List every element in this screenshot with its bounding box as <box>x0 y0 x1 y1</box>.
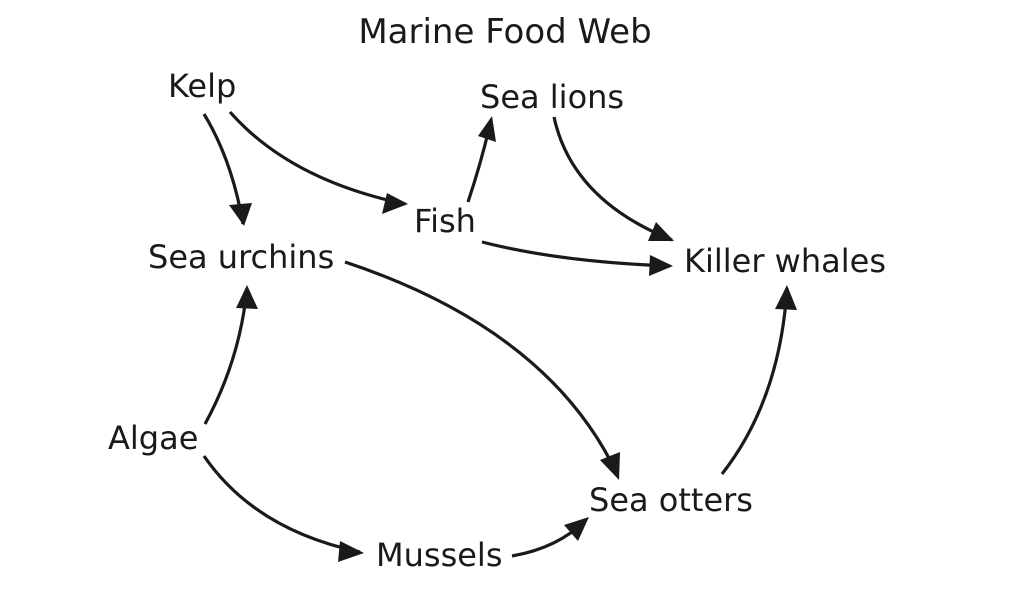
node-sea-otters: Sea otters <box>589 481 753 519</box>
arrowhead-algae-to-sea-urchins <box>236 285 258 309</box>
arrow-sea-otters-to-killer-whales <box>720 287 789 475</box>
arrowhead-sea-urchins-to-sea-otters <box>600 452 620 480</box>
node-killer-whales: Killer whales <box>684 242 886 280</box>
arrowhead-sea-lions-to-killer-whales <box>648 222 674 241</box>
arrowhead-kelp-to-sea-urchins <box>229 203 252 226</box>
arrowhead-fish-to-killer-whales <box>649 255 673 276</box>
node-algae: Algae <box>108 419 199 457</box>
node-sea-urchins: Sea urchins <box>148 238 335 276</box>
arrow-algae-to-mussels <box>202 455 361 554</box>
node-fish: Fish <box>414 202 476 240</box>
arrow-sea-urchins-to-sea-otters <box>344 260 620 477</box>
arrowhead-mussels-to-sea-otters <box>564 517 589 541</box>
node-mussels: Mussels <box>376 536 503 574</box>
diagram-title: Marine Food Web <box>358 12 652 52</box>
arrow-algae-to-sea-urchins <box>203 287 249 425</box>
arrow-fish-to-killer-whales <box>481 240 671 268</box>
arrow-sea-lions-to-killer-whales <box>552 116 673 242</box>
node-sea-lions: Sea lions <box>480 78 625 116</box>
arrowhead-fish-to-sea-lions <box>478 116 496 142</box>
arrowhead-sea-otters-to-killer-whales <box>775 285 797 310</box>
arrowhead-algae-to-mussels <box>338 541 364 562</box>
arrow-kelp-to-fish <box>228 110 406 206</box>
arrowhead-kelp-to-fish <box>382 193 408 214</box>
node-kelp: Kelp <box>168 67 237 105</box>
